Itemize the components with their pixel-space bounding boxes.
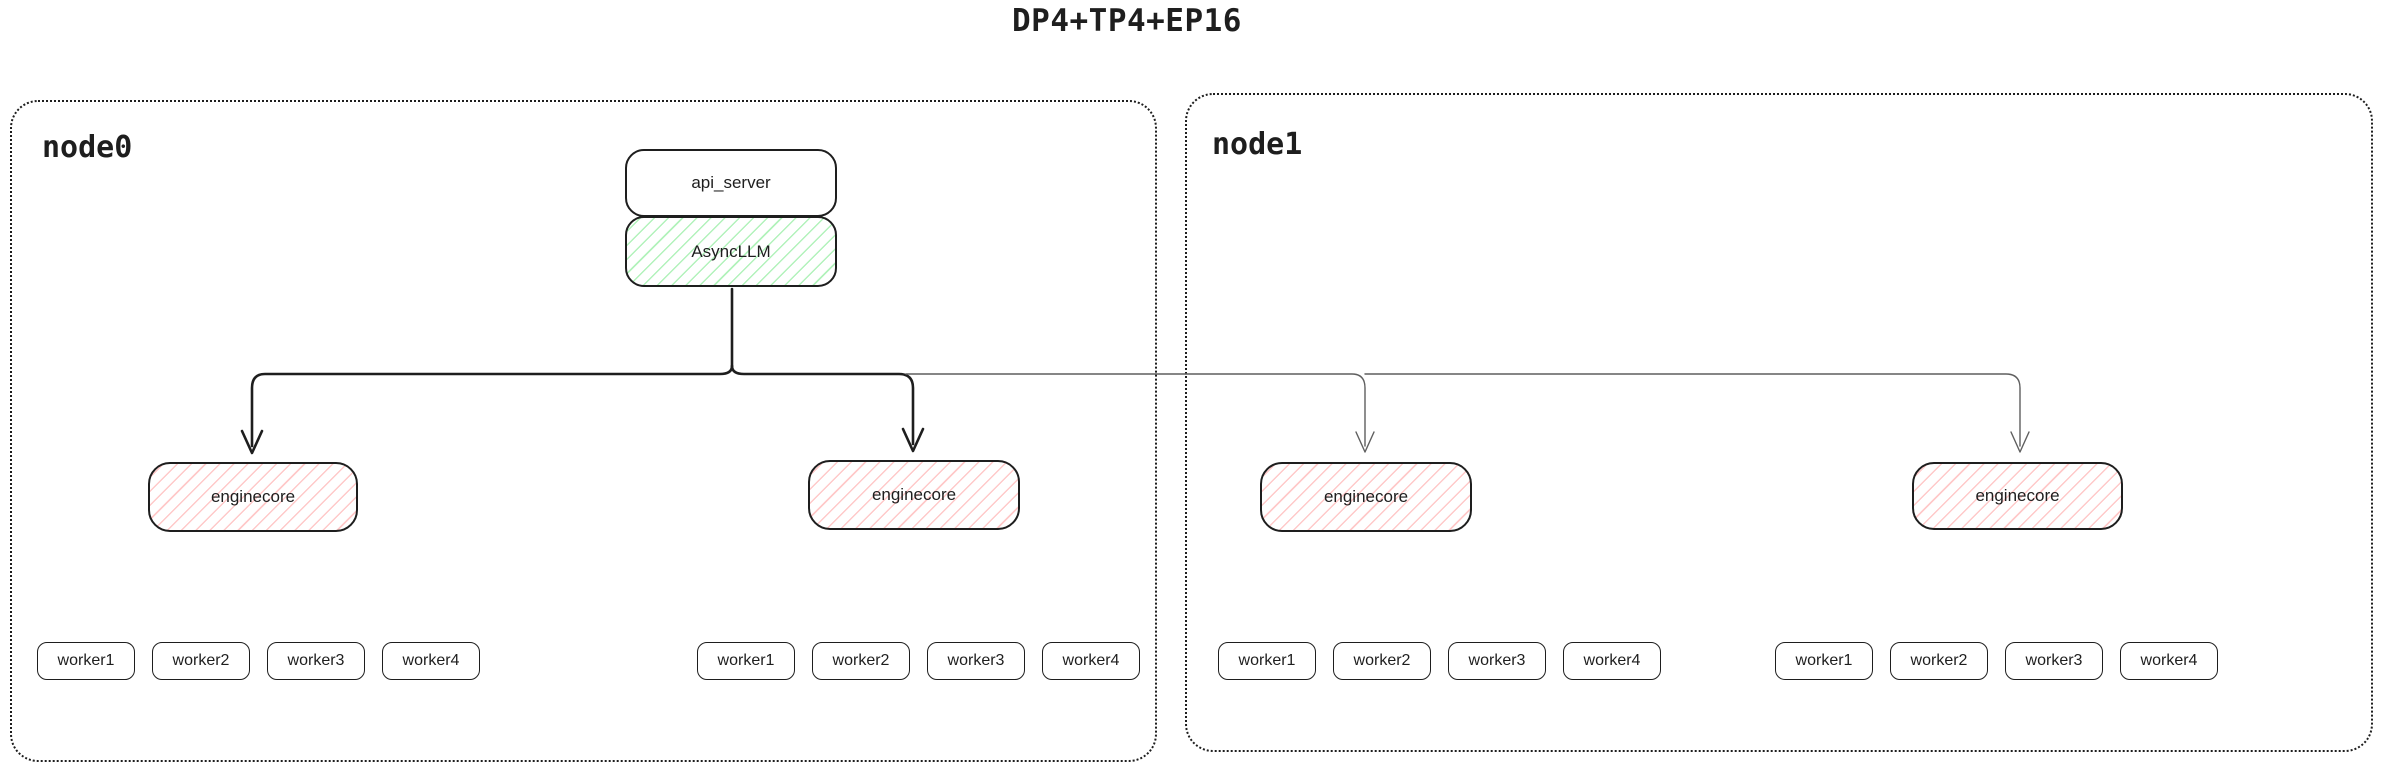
worker-group-4: worker1 worker2 worker3 worker4: [1775, 642, 2218, 680]
worker-box: worker2: [812, 642, 910, 680]
worker-box: worker4: [2120, 642, 2218, 680]
worker-label: worker3: [287, 652, 345, 669]
node0-label: node0: [42, 130, 133, 165]
worker-label: worker2: [172, 652, 230, 669]
worker-box: worker1: [1218, 642, 1316, 680]
enginecore-label: enginecore: [210, 487, 296, 506]
worker-label: worker4: [1062, 652, 1120, 669]
worker-box: worker1: [37, 642, 135, 680]
worker-label: worker4: [2140, 652, 2198, 669]
worker-label: worker2: [1910, 652, 1968, 669]
worker-group-3: worker1 worker2 worker3 worker4: [1218, 642, 1661, 680]
worker-label: worker4: [1583, 652, 1641, 669]
asyncllm-box: AsyncLLM: [625, 216, 837, 287]
worker-label: worker2: [1353, 652, 1411, 669]
enginecore-box-4: enginecore: [1912, 462, 2123, 530]
worker-label: worker1: [717, 652, 775, 669]
enginecore-box-2: enginecore: [808, 460, 1020, 530]
worker-box: worker4: [1042, 642, 1140, 680]
api-server-label: api_server: [691, 173, 771, 192]
worker-label: worker3: [2025, 652, 2083, 669]
worker-label: worker3: [947, 652, 1005, 669]
worker-box: worker3: [2005, 642, 2103, 680]
worker-box: worker3: [1448, 642, 1546, 680]
worker-box: worker2: [1333, 642, 1431, 680]
worker-group-2: worker1 worker2 worker3 worker4: [697, 642, 1140, 680]
asyncllm-label: AsyncLLM: [691, 241, 771, 261]
worker-label: worker1: [1795, 652, 1853, 669]
worker-label: worker2: [832, 652, 890, 669]
enginecore-box-1: enginecore: [148, 462, 358, 532]
enginecore-label: enginecore: [1975, 486, 2060, 505]
worker-group-1: worker1 worker2 worker3 worker4: [37, 642, 480, 680]
worker-label: worker4: [402, 652, 460, 669]
worker-box: worker1: [1775, 642, 1873, 680]
api-server-box: api_server: [625, 149, 837, 217]
worker-box: worker4: [1563, 642, 1661, 680]
worker-box: worker3: [927, 642, 1025, 680]
worker-box: worker2: [1890, 642, 1988, 680]
enginecore-label: enginecore: [871, 485, 957, 504]
diagram-title: DP4+TP4+EP16: [1012, 3, 1242, 39]
worker-box: worker3: [267, 642, 365, 680]
worker-label: worker1: [1238, 652, 1296, 669]
enginecore-label: enginecore: [1323, 487, 1409, 506]
worker-label: worker1: [57, 652, 115, 669]
worker-label: worker3: [1468, 652, 1526, 669]
enginecore-box-3: enginecore: [1260, 462, 1472, 532]
worker-box: worker2: [152, 642, 250, 680]
worker-box: worker4: [382, 642, 480, 680]
worker-box: worker1: [697, 642, 795, 680]
node1-label: node1: [1212, 127, 1303, 162]
